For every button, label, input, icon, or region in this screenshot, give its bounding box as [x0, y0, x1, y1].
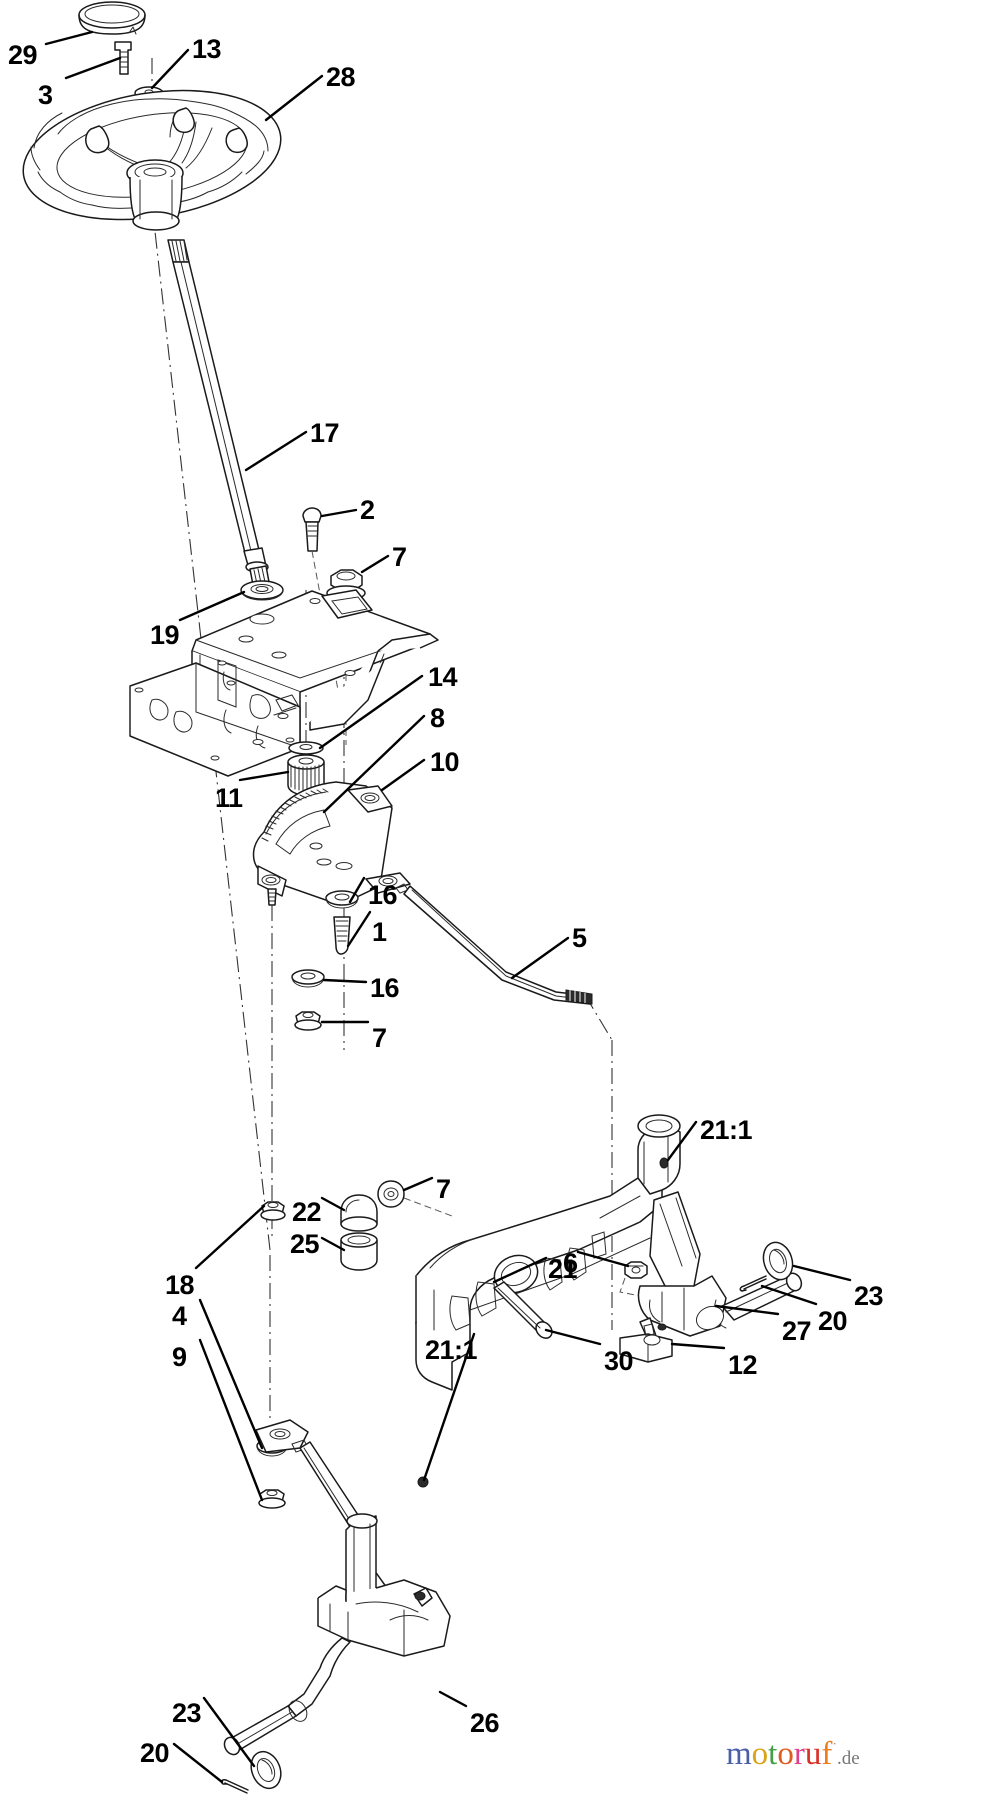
- part-7-flange-nut-lower: [294, 1011, 322, 1031]
- callout-nut: 6: [563, 1248, 578, 1278]
- part-20-cotter-pin-left: [220, 1779, 249, 1794]
- callout-pinion-gear: 11: [215, 783, 243, 813]
- part-9-locknut: [258, 1489, 286, 1509]
- callout-cotter-pin: 20: [140, 1738, 170, 1768]
- callout-bearing: 19: [150, 620, 180, 650]
- callout-washer: 13: [192, 34, 222, 64]
- callout-carriage-bolt: 2: [360, 495, 375, 525]
- part-5-drag-link: [365, 872, 593, 1005]
- part-7-flange-nut-axle: [377, 1180, 453, 1217]
- callout-screw: 1: [372, 917, 387, 947]
- part-6-nut: [619, 1261, 661, 1301]
- callout-washer: 14: [428, 662, 458, 692]
- callout-washer: 16: [370, 973, 400, 1003]
- callout-spindle-left: 26: [470, 1708, 500, 1738]
- callout-bolt: 4: [172, 1301, 187, 1331]
- part-23-retaining-ring-left: [250, 1750, 282, 1790]
- part-10-sector-gear-plate: [252, 781, 393, 1240]
- callout-cotter-pin: 20: [818, 1306, 848, 1336]
- callout-steering-wheel: 28: [326, 62, 356, 92]
- callout-front-axle: 21: [548, 1254, 578, 1284]
- callout-retainer: 8: [430, 703, 445, 733]
- callout-bushing: 25: [290, 1229, 320, 1259]
- callout-bolt: 3: [38, 80, 53, 110]
- part-21-1-grease-fittings: [417, 1476, 429, 1488]
- callout-cap: 22: [292, 1197, 322, 1227]
- callout-retaining-ring: 23: [854, 1281, 884, 1311]
- part-23-retaining-ring-right: [762, 1241, 794, 1281]
- callout-washer: 16: [368, 880, 398, 910]
- part-28-steering-wheel: [22, 89, 282, 231]
- part-18-washer: [260, 1201, 286, 1221]
- part-16-washer-upper: [325, 890, 359, 909]
- callout-flange-nut: 7: [436, 1174, 451, 1204]
- part-16-washer-lower: [291, 969, 325, 988]
- callout-spindle-right: 27: [782, 1316, 812, 1346]
- watermark-motoruf: motoruf˙.de: [726, 1736, 860, 1772]
- part-22-cap: [340, 1194, 378, 1232]
- callout-tie-rod-end: 12: [728, 1350, 758, 1380]
- part-1-screw: [333, 916, 351, 955]
- callout-cap-cover: 29: [8, 40, 38, 70]
- callout-grease-fitting: 21:1: [425, 1335, 478, 1365]
- part-19-bearing: [240, 580, 284, 601]
- callout-steering-shaft: 17: [310, 418, 340, 448]
- part-20-cotter-pin-right: [739, 1275, 767, 1292]
- callout-grease-fitting: 21:1: [700, 1115, 753, 1145]
- part-12-tie-rod-end: [619, 1317, 673, 1363]
- callout-flange-nut: 7: [372, 1023, 387, 1053]
- part-14-washer: [288, 741, 324, 755]
- callout-retaining-ring: 23: [172, 1698, 202, 1728]
- part-17-steering-shaft: [167, 239, 270, 586]
- callout-washer: 18: [165, 1270, 195, 1300]
- callout-locknut: 9: [172, 1342, 187, 1372]
- callout-sector-gear-plate: 10: [430, 747, 460, 777]
- part-25-bushing: [340, 1232, 378, 1271]
- part-30-pin: [493, 1281, 553, 1339]
- part-29-cap: [78, 1, 146, 35]
- callout-pin: 30: [604, 1346, 634, 1376]
- part-26-spindle-left: [223, 1419, 451, 1756]
- part-3-bolt: [114, 41, 132, 75]
- callout-drag-link: 5: [572, 923, 587, 953]
- leader-lines: [44, 30, 852, 1784]
- callout-flange-nut: 7: [392, 542, 407, 572]
